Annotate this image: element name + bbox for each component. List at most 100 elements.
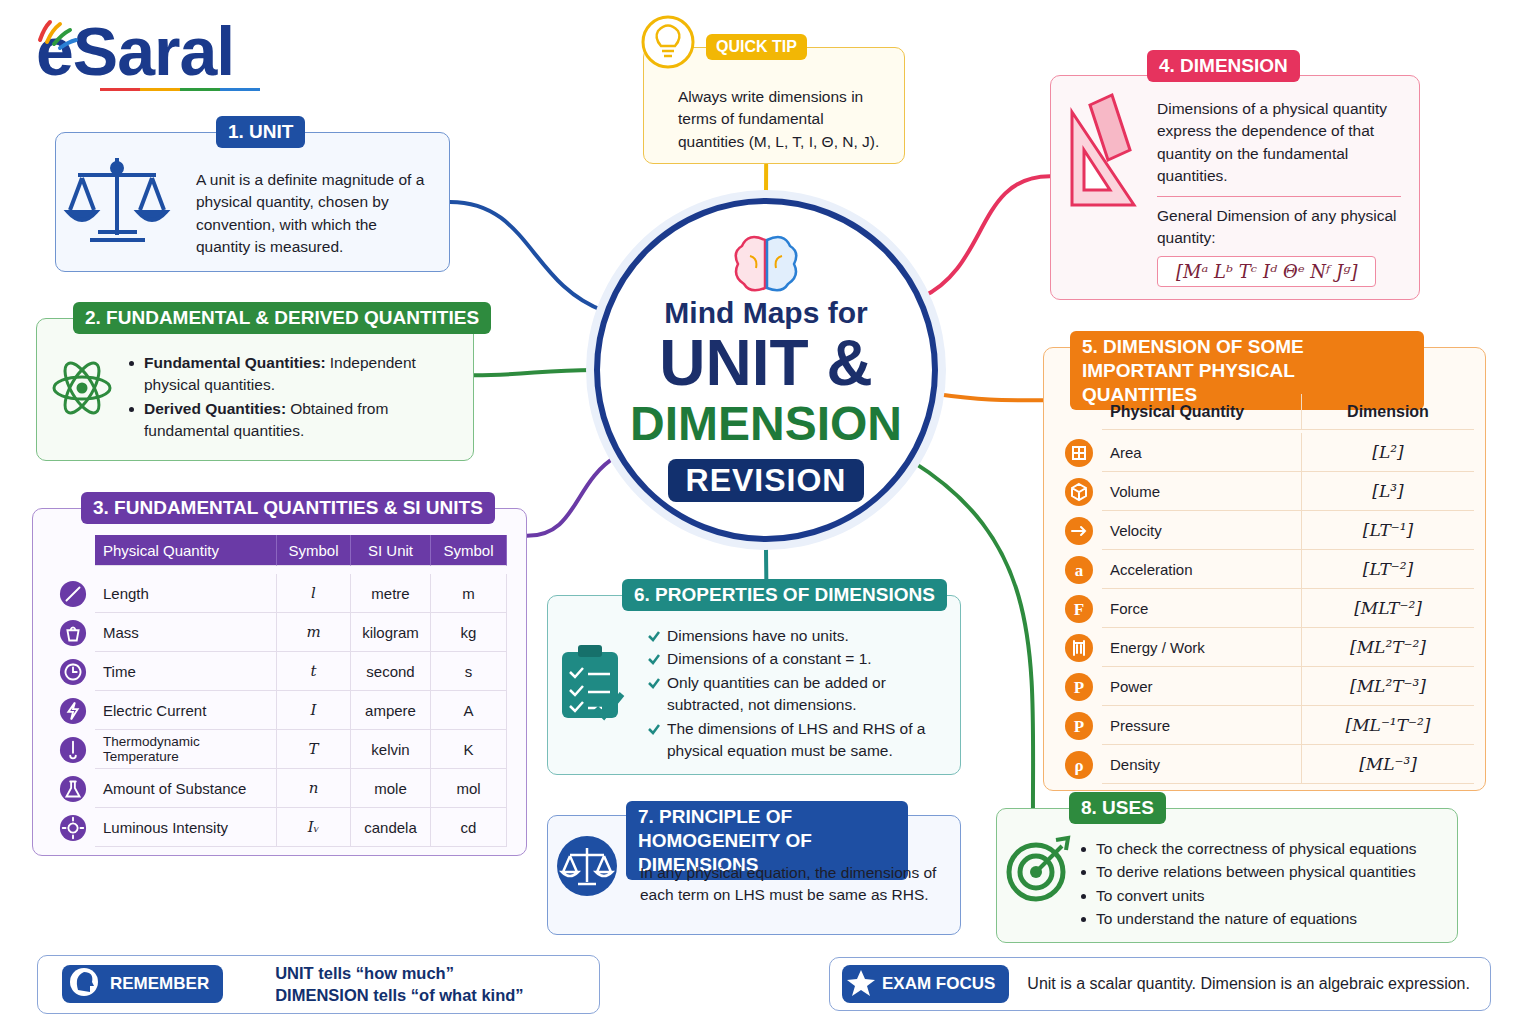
table-cell: Amount of Substance xyxy=(95,769,277,808)
row-icon: ρ xyxy=(1064,750,1094,780)
bullet-row: Dimensions of a constant = 1. xyxy=(648,648,946,670)
table-cell: kilogram xyxy=(351,613,431,652)
icon-disc xyxy=(1065,517,1093,545)
formula-box: [Mᵃ Lᵇ Tᶜ Iᵈ Θᵉ Nᶠ Jᵍ] xyxy=(1157,256,1376,287)
exam-badge: EXAM FOCUS xyxy=(842,965,1009,1003)
bullet-text: Fundamental Quantities:Independent physi… xyxy=(144,352,457,397)
icon-cell: P xyxy=(1056,706,1102,745)
table-cell: ampere xyxy=(351,691,431,730)
icon-glyph xyxy=(1072,484,1086,500)
icon-cell: ρ xyxy=(1056,745,1102,784)
icon-disc xyxy=(1065,712,1093,740)
icon-letter: a xyxy=(1075,561,1084,580)
icon-disc xyxy=(60,697,86,723)
table-cell: n xyxy=(277,769,351,808)
table-header-cell: Symbol xyxy=(431,535,507,566)
definition-text: Dimensions of a physical quantity expres… xyxy=(1157,98,1401,188)
section-box: 5. DIMENSION OF SOME IMPORTANT PHYSICAL … xyxy=(1043,347,1486,791)
table-cell: Mass xyxy=(95,613,277,652)
table-cell: Electric Current xyxy=(95,691,277,730)
exam-text: Unit is a scalar quantity. Dimension is … xyxy=(1027,975,1470,993)
bullet-term: Fundamental Quantities: xyxy=(144,354,326,371)
icon-glyph xyxy=(68,702,77,719)
icon-glyph xyxy=(1074,641,1084,655)
remember-text: DIMENSION tells “of what kind” xyxy=(275,984,523,1006)
icon-cell: P xyxy=(1056,667,1102,706)
branch-connector xyxy=(450,202,604,311)
table-cell: m xyxy=(431,574,507,613)
section-box: QUICK TIPAlways write dimensions in term… xyxy=(643,47,905,164)
tip-text: Always write dimensions in terms of fund… xyxy=(678,86,890,153)
branch-connector xyxy=(764,164,768,198)
table-cell: I xyxy=(277,691,351,730)
row-icon xyxy=(59,813,87,843)
table-cell: kg xyxy=(431,613,507,652)
table-cell: Density xyxy=(1102,745,1302,784)
icon-cell: F xyxy=(1056,589,1102,628)
table-cell: [ML²T⁻³] xyxy=(1302,667,1474,706)
check-mark xyxy=(648,653,660,665)
center-subtitle: Mind Maps for xyxy=(664,296,867,329)
bullet-text: Derived Quantities:Obtained from fundame… xyxy=(144,398,457,443)
icon-letter: F xyxy=(1074,600,1084,619)
section-heading: 3. FUNDAMENTAL QUANTITIES & SI UNITS xyxy=(81,492,495,524)
bullet-row: To check the correctness of physical equ… xyxy=(1081,838,1443,860)
icon-disc xyxy=(60,775,86,801)
row-icon xyxy=(1064,438,1094,468)
icon-disc xyxy=(60,736,86,762)
section-heading: 2. FUNDAMENTAL & DERIVED QUANTITIES xyxy=(73,302,491,334)
icon-letter: P xyxy=(1074,678,1084,697)
table-cell: [LT⁻¹] xyxy=(1302,511,1474,550)
section-box: EXAM FOCUS Unit is a scalar quantity. Dim… xyxy=(829,957,1491,1011)
row-icon xyxy=(59,735,87,765)
row-icon xyxy=(1064,633,1094,663)
table-cell: Acceleration xyxy=(1102,550,1302,589)
center-circle: Mind Maps forUNIT &DIMENSIONREVISION xyxy=(594,198,938,542)
section-box: 2. FUNDAMENTAL & DERIVED QUANTITIESFunda… xyxy=(36,318,474,461)
icon-glyph xyxy=(1072,527,1085,535)
bullet-dot xyxy=(1081,894,1086,899)
table-header-cell: SI Unit xyxy=(351,535,431,566)
table-cell: l xyxy=(277,574,351,613)
icon-cell: a xyxy=(1056,550,1102,589)
use-text: To check the correctness of physical equ… xyxy=(1096,838,1417,860)
table-cell: mol xyxy=(431,769,507,808)
table-cell: Luminous Intensity xyxy=(95,808,277,847)
table-cell: T xyxy=(277,730,351,769)
table-cell: Pressure xyxy=(1102,706,1302,745)
section-box: 4. DIMENSIONDimensions of a physical qua… xyxy=(1050,75,1420,300)
icon-cell xyxy=(51,613,95,652)
row-icon xyxy=(59,696,87,726)
table-cell: Energy / Work xyxy=(1102,628,1302,667)
bullet-row: To understand the nature of equations xyxy=(1081,908,1443,930)
check-mark xyxy=(648,677,660,689)
table-cell: A xyxy=(431,691,507,730)
icon-disc xyxy=(1065,673,1093,701)
branch-connector xyxy=(922,176,1050,297)
remember-text: UNIT tells “how much” xyxy=(275,962,523,984)
bullet-row: Dimensions have no units. xyxy=(648,625,946,647)
table-cell: s xyxy=(431,652,507,691)
bullet-row: Fundamental Quantities:Independent physi… xyxy=(129,352,457,397)
icon-cell xyxy=(1056,472,1102,511)
branch-connector xyxy=(527,456,617,536)
check-stroke xyxy=(649,725,659,733)
row-icon xyxy=(1064,477,1094,507)
bullet-dot xyxy=(1081,917,1086,922)
branch-connector xyxy=(936,394,1043,400)
table-cell: cd xyxy=(431,808,507,847)
row-icon: F xyxy=(1064,594,1094,624)
logo-text: eSaral xyxy=(36,14,234,89)
section-box: 1. UNITA unit is a definite magnitude of… xyxy=(55,132,450,272)
icon-disc xyxy=(60,619,86,645)
icon-disc xyxy=(1065,751,1093,779)
row-icon: a xyxy=(1064,555,1094,585)
center-title: DIMENSION xyxy=(630,398,902,451)
icon-glyph xyxy=(67,627,78,640)
definition-text: A unit is a definite magnitude of a phys… xyxy=(196,169,431,259)
center-title: UNIT & xyxy=(659,329,872,398)
section-box: 6. PROPERTIES OF DIMENSIONSDimensions ha… xyxy=(547,595,961,775)
section-heading: 4. DIMENSION xyxy=(1147,50,1300,82)
table-cell: Area xyxy=(1102,433,1302,472)
table-cell: Iᵥ xyxy=(277,808,351,847)
